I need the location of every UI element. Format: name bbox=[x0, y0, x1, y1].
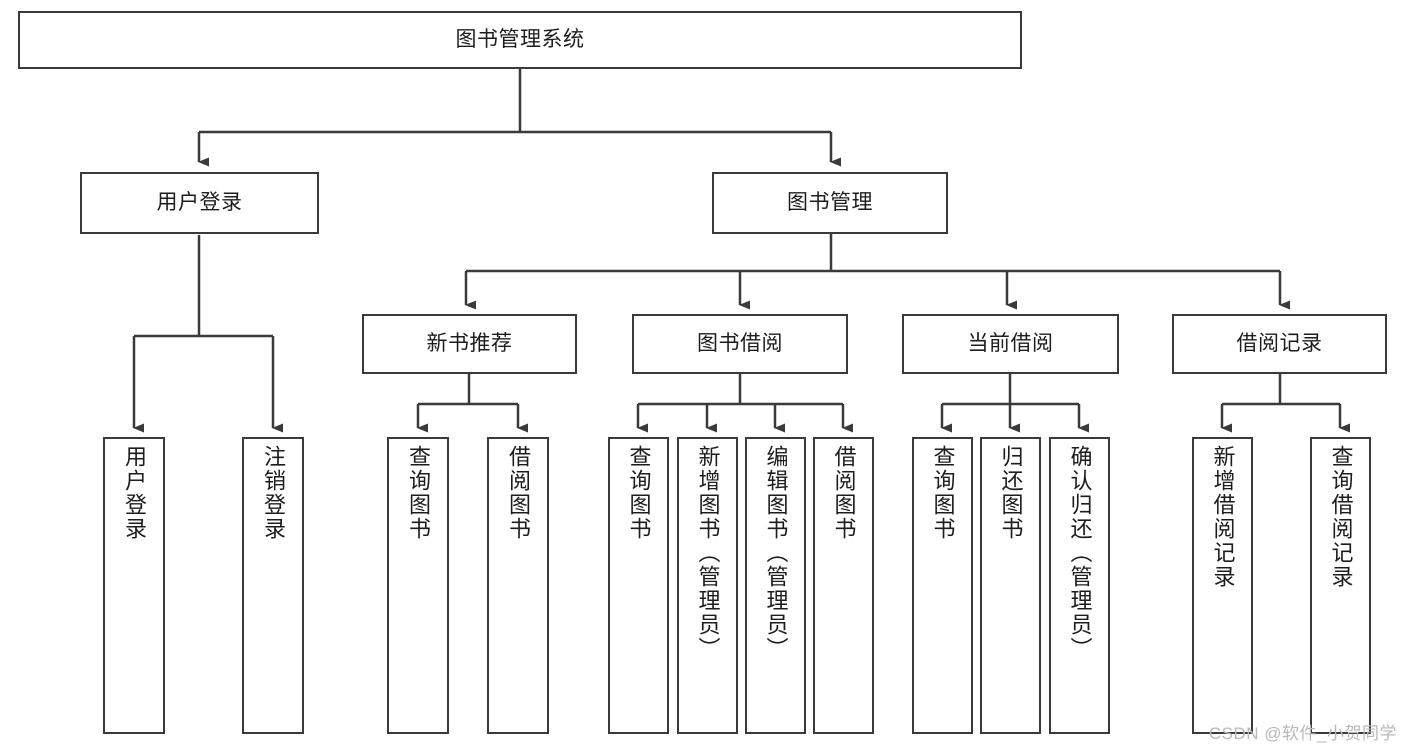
node-leaf-edit-book-admin[interactable]: 编辑图书（管理员） bbox=[745, 437, 806, 734]
node-leaf-query-book-newbook[interactable]: 查询图书 bbox=[387, 437, 449, 734]
node-new-book-recommend[interactable]: 新书推荐 bbox=[362, 314, 577, 374]
node-leaf-query-book-current-label: 查询图书 bbox=[930, 445, 956, 541]
node-leaf-return-book[interactable]: 归还图书 bbox=[980, 437, 1041, 734]
node-leaf-add-book-admin-label: 新增图书（管理员） bbox=[695, 445, 721, 661]
node-leaf-query-borrow-record-label: 查询借阅记录 bbox=[1328, 445, 1354, 589]
node-current-borrow[interactable]: 当前借阅 bbox=[902, 314, 1119, 374]
node-leaf-query-book-current[interactable]: 查询图书 bbox=[912, 437, 973, 734]
node-leaf-user-login-label: 用户登录 bbox=[122, 445, 147, 541]
node-leaf-query-book-borrow[interactable]: 查询图书 bbox=[608, 437, 669, 734]
node-new-book-recommend-label: 新书推荐 bbox=[426, 331, 513, 355]
node-book-borrow-label: 图书借阅 bbox=[697, 331, 783, 355]
node-leaf-logout[interactable]: 注销登录 bbox=[242, 437, 304, 734]
node-leaf-return-book-label: 归还图书 bbox=[998, 445, 1024, 541]
node-user-login[interactable]: 用户登录 bbox=[80, 172, 319, 234]
node-leaf-edit-book-admin-label: 编辑图书（管理员） bbox=[763, 445, 789, 661]
node-leaf-add-borrow-record[interactable]: 新增借阅记录 bbox=[1192, 437, 1253, 734]
node-leaf-confirm-return-admin-label: 确认归还（管理员） bbox=[1067, 445, 1093, 661]
node-leaf-borrow-book-newbook[interactable]: 借阅图书 bbox=[487, 437, 549, 734]
node-leaf-borrow-book-label: 借阅图书 bbox=[831, 445, 857, 541]
node-book-borrow[interactable]: 图书借阅 bbox=[632, 314, 848, 374]
node-borrow-record[interactable]: 借阅记录 bbox=[1172, 314, 1387, 374]
node-current-borrow-label: 当前借阅 bbox=[967, 331, 1054, 355]
node-leaf-query-book-newbook-label: 查询图书 bbox=[406, 445, 431, 541]
node-borrow-record-label: 借阅记录 bbox=[1236, 331, 1323, 355]
node-root-system-label: 图书管理系统 bbox=[455, 27, 585, 51]
node-root-system[interactable]: 图书管理系统 bbox=[18, 11, 1022, 69]
node-leaf-user-login[interactable]: 用户登录 bbox=[103, 437, 165, 734]
node-leaf-query-book-borrow-label: 查询图书 bbox=[626, 445, 652, 541]
node-leaf-add-book-admin[interactable]: 新增图书（管理员） bbox=[677, 437, 738, 734]
node-leaf-borrow-book[interactable]: 借阅图书 bbox=[813, 437, 874, 734]
node-book-manage[interactable]: 图书管理 bbox=[712, 172, 948, 234]
node-leaf-logout-label: 注销登录 bbox=[261, 445, 286, 541]
node-leaf-confirm-return-admin[interactable]: 确认归还（管理员） bbox=[1049, 437, 1110, 734]
node-leaf-borrow-book-newbook-label: 借阅图书 bbox=[506, 445, 531, 541]
node-book-manage-label: 图书管理 bbox=[787, 190, 873, 214]
node-leaf-add-borrow-record-label: 新增借阅记录 bbox=[1210, 445, 1236, 589]
node-leaf-query-borrow-record[interactable]: 查询借阅记录 bbox=[1310, 437, 1371, 734]
node-user-login-label: 用户登录 bbox=[156, 190, 243, 214]
